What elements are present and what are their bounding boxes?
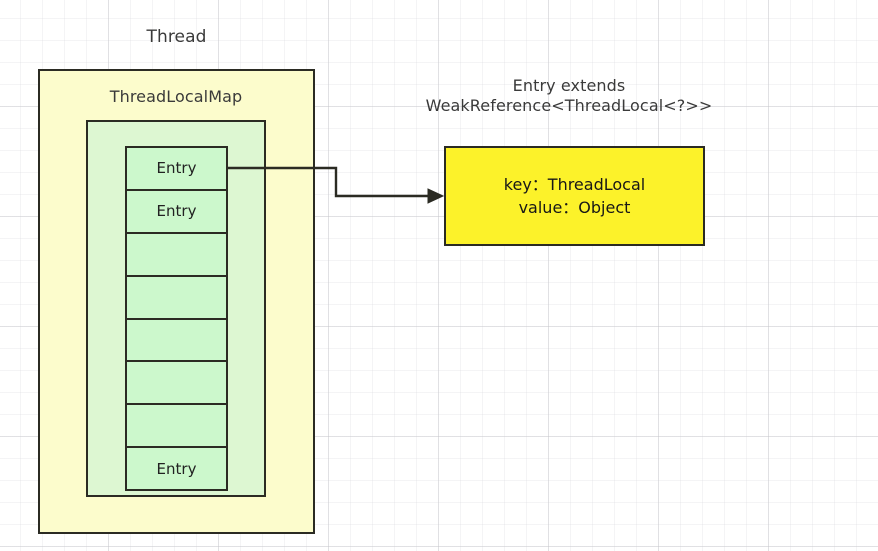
entry-cell[interactable]: Entry	[125, 146, 228, 191]
entry-cell[interactable]	[125, 231, 228, 277]
entry-value-line: value：Object	[518, 198, 631, 217]
entry-cell[interactable]: Entry	[125, 446, 228, 491]
connector-arrowhead	[427, 188, 445, 204]
entry-cell[interactable]	[125, 274, 228, 320]
entry-cell[interactable]: Entry	[125, 188, 228, 234]
entry-cell[interactable]	[125, 317, 228, 363]
thread-title-label: Thread	[146, 27, 207, 47]
threadlocalmap-title-label: ThreadLocalMap	[109, 87, 243, 106]
entry-detail-box: key：ThreadLocal value：Object	[444, 146, 705, 246]
entry-cell[interactable]	[125, 360, 228, 406]
entry-table: Entry Entry Entry	[125, 146, 228, 491]
entry-cell[interactable]	[125, 403, 228, 449]
entry-key-line: key：ThreadLocal	[503, 174, 646, 194]
entry-class-caption: Entry extends WeakReference<ThreadLocal<…	[425, 76, 713, 116]
